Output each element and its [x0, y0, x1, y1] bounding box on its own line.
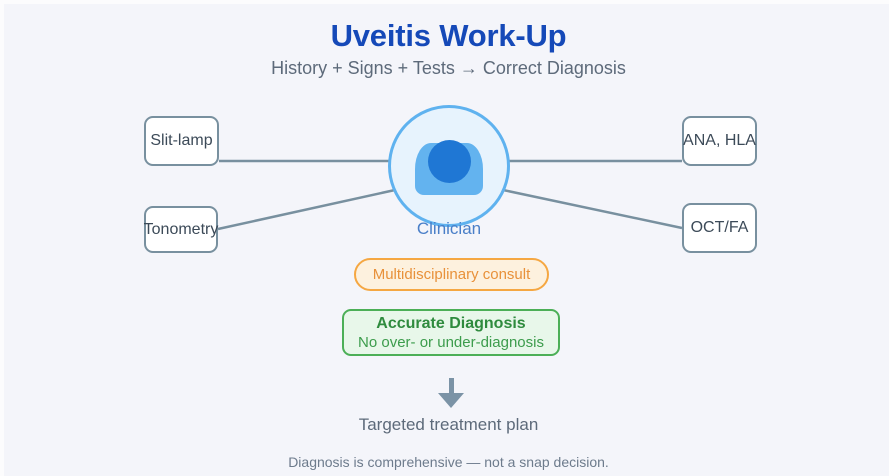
clinician-hub-label: Clinician: [416, 219, 482, 238]
node-oct-fa[interactable]: OCT/FA: [682, 203, 757, 253]
clinician-person-icon-head: [428, 140, 471, 183]
node-slit-lamp-label: Slit-lamp: [150, 132, 213, 149]
outcome-label: Targeted treatment plan: [358, 415, 539, 434]
page-subtitle: History + Signs + Tests → Correct Diagno…: [271, 58, 626, 78]
node-ana-hla-label: ANA, HLA: [683, 132, 756, 149]
node-ana-hla[interactable]: ANA, HLA: [682, 116, 757, 166]
multidisciplinary-consult-label: Multidisciplinary consult: [372, 266, 531, 283]
multidisciplinary-consult-pill[interactable]: Multidisciplinary consult: [354, 258, 549, 291]
node-slit-lamp[interactable]: Slit-lamp: [144, 116, 219, 166]
down-arrow-icon-stem: [449, 378, 454, 396]
page-title: Uveitis Work-Up: [330, 18, 567, 53]
node-tonometry-label: Tonometry: [143, 220, 219, 238]
connector-hub-to-oct: [502, 188, 683, 230]
accurate-diagnosis-box[interactable]: Accurate Diagnosis No over- or under-dia…: [342, 309, 560, 356]
node-oct-fa-label: OCT/FA: [690, 219, 749, 236]
node-tonometry[interactable]: Tonometry: [144, 206, 218, 253]
down-arrow-icon-head: [438, 393, 464, 408]
connector-tonometry-to-hub: [217, 188, 396, 231]
footnote-text: Diagnosis is comprehensive — not a snap …: [288, 454, 609, 470]
accurate-diagnosis-subtitle: No over- or under-diagnosis: [358, 333, 544, 351]
accurate-diagnosis-title: Accurate Diagnosis: [376, 314, 526, 332]
